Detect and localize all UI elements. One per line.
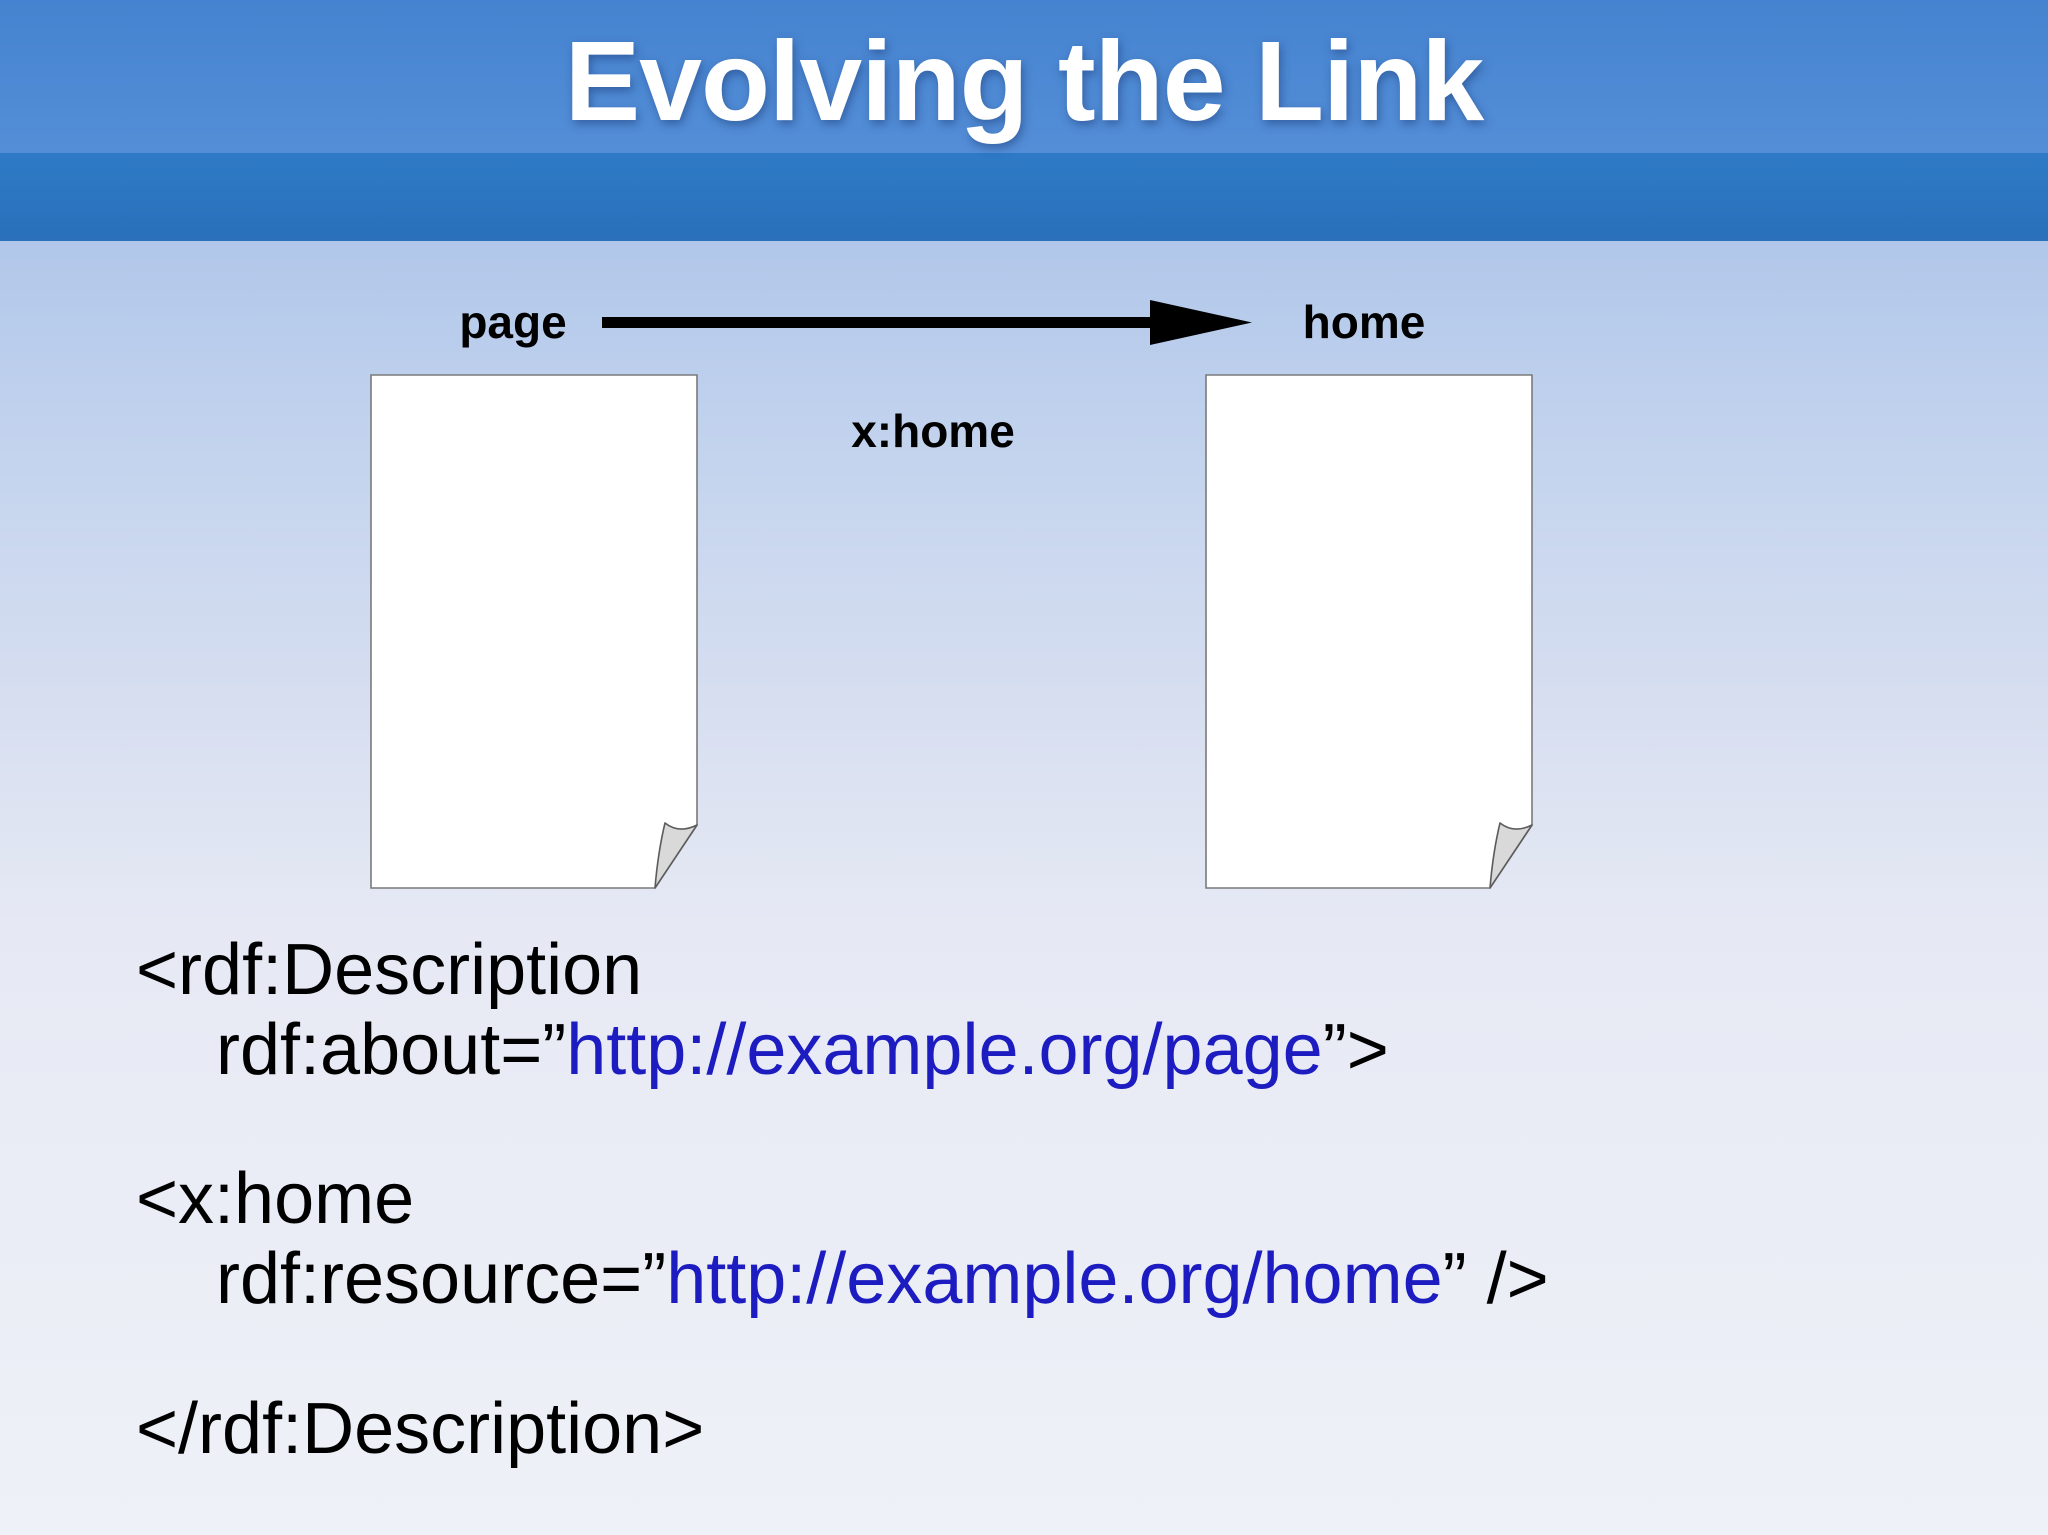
page-document-fold-icon: [654, 822, 698, 889]
page-document: [370, 374, 698, 889]
code-line-xhome-open: <x:home: [136, 1159, 415, 1239]
rdf-resource-close-text: ” />: [1442, 1239, 1549, 1319]
rdf-about-url: http://example.org/page: [566, 1010, 1323, 1090]
home-node-label: home: [1302, 296, 1426, 348]
page-document-shape: [370, 374, 698, 889]
edge-label: x:home: [851, 405, 1015, 457]
rdf-about-close-text: ”>: [1322, 1010, 1389, 1090]
home-document-shape: [1205, 374, 1533, 889]
header-accent-band: [0, 153, 2048, 241]
arrow-head-icon: [1150, 300, 1252, 345]
code-line-rdf-about: rdf:about=”http://example.org/page”>: [216, 1010, 1389, 1090]
rdf-resource-url: http://example.org/home: [666, 1239, 1443, 1319]
header-band: [0, 0, 2048, 153]
page-node-label: page: [459, 296, 567, 348]
page-title: Evolving the Link: [564, 18, 1485, 144]
code-line-rdf-description-close: </rdf:Description>: [136, 1389, 705, 1469]
home-document: [1205, 374, 1533, 889]
code-line-rdf-description-open: <rdf:Description: [136, 930, 643, 1010]
rdf-resource-attr-text: rdf:resource=”: [216, 1239, 667, 1319]
arrow-shaft: [602, 317, 1152, 328]
code-line-rdf-resource: rdf:resource=”http://example.org/home” /…: [216, 1239, 1549, 1319]
slide-body-background: [0, 241, 2048, 1535]
rdf-about-attr-text: rdf:about=”: [216, 1010, 567, 1090]
home-document-fold-icon: [1489, 822, 1533, 889]
relation-arrow: [602, 300, 1252, 345]
